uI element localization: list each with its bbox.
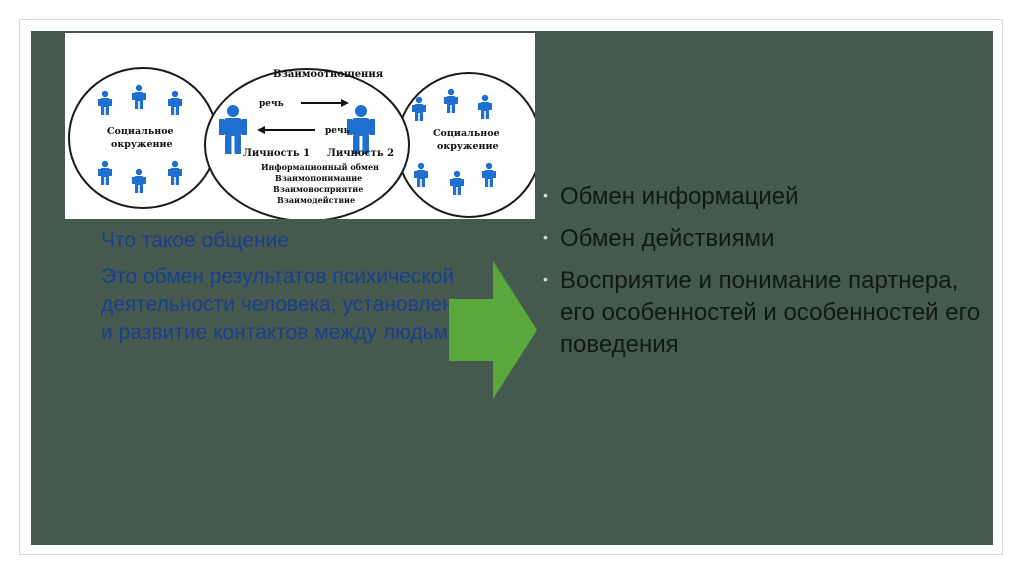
center-list-1: Информационный обмен	[261, 162, 379, 172]
slide: Взаимоотношения речь речь Личность 1 Лич…	[31, 31, 993, 545]
bullet-text: Обмен действиями	[560, 225, 775, 252]
bullet-item: •Обмен информацией	[543, 183, 799, 210]
question-title: Что такое общение	[101, 229, 290, 252]
right-env-line-1: Социальное	[433, 128, 500, 139]
right-arrow-icon	[449, 261, 537, 399]
left-env-line-2: окружение	[111, 139, 173, 150]
bullet-item: •Восприятие и понимание партнера, его ос…	[543, 267, 981, 358]
definition-text: Это обмен результатов психической деятел…	[101, 265, 478, 344]
bullet-text: Восприятие и понимание партнера, его осо…	[560, 267, 981, 358]
diagram-top-label: Взаимоотношения	[273, 69, 384, 80]
center-list-3: Взаимовосприятие	[273, 184, 363, 194]
bullet-text: Обмен информацией	[560, 183, 799, 210]
diagram-speech-label-2: речь	[325, 126, 350, 136]
communication-diagram: Взаимоотношения речь речь Личность 1 Лич…	[65, 33, 535, 219]
bullet-item: •Обмен действиями	[543, 225, 775, 252]
left-env-line-1: Социальное	[107, 126, 174, 137]
center-list-2: Взаимопонимание	[275, 173, 362, 183]
right-env-line-2: окружение	[437, 141, 499, 152]
bullet-list: •Обмен информацией •Обмен действиями •Во…	[543, 181, 983, 371]
diagram-person-1: Личность 1	[243, 148, 310, 159]
center-list-4: Взаимодействие	[277, 195, 355, 205]
diagram-person-2: Личность 2	[327, 148, 394, 159]
diagram-speech-label-1: речь	[259, 99, 284, 109]
